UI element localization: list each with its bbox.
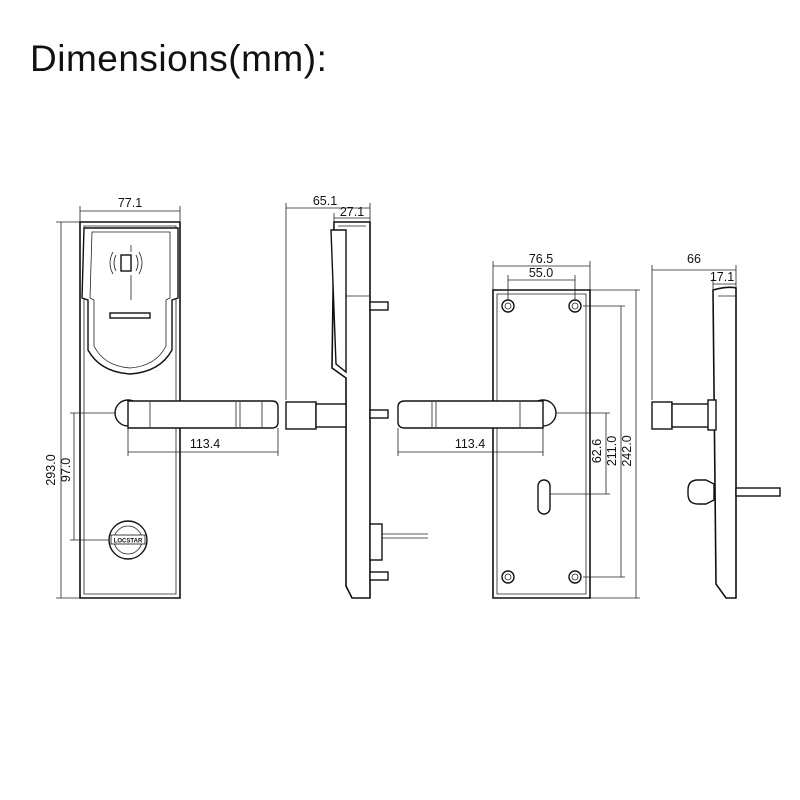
side1-plate-label: 27.1 <box>340 205 364 219</box>
back-dim-a-label: 62.6 <box>590 439 604 463</box>
back-handle-length-label: 113.4 <box>455 437 485 451</box>
front-height-label: 293.0 <box>44 454 58 485</box>
thumb-knob <box>537 479 551 515</box>
front-width-label: 77.1 <box>118 196 142 210</box>
side2-plate-label: 17.1 <box>710 270 734 284</box>
back-dimensions <box>397 261 640 599</box>
side1-dimensions <box>285 203 371 400</box>
front-handle <box>114 399 279 429</box>
back-handle <box>397 399 557 429</box>
page-title: Dimensions(mm): <box>30 38 328 79</box>
screw-holes <box>501 299 582 584</box>
side2-dimensions <box>651 265 737 400</box>
front-view: LOCSTAR 77.1 293.0 97.0 113.4 <box>44 196 279 599</box>
front-dimensions <box>56 206 279 599</box>
side2-depth-label: 66 <box>687 252 701 266</box>
handle-stub <box>285 401 317 430</box>
brand-mark: LOCSTAR <box>114 539 143 545</box>
side-view-1: 65.1 27.1 <box>285 194 428 599</box>
front-lower-height-label: 97.0 <box>59 458 73 482</box>
brand-emblem: LOCSTAR <box>108 520 148 560</box>
side-view-2: 66 17.1 <box>651 252 781 599</box>
back-dim-c-label: 242.0 <box>620 435 634 466</box>
front-handle-length-label: 113.4 <box>190 437 220 451</box>
back-width-label: 76.5 <box>529 252 553 266</box>
card-slot <box>109 312 151 319</box>
side1-depth-label: 65.1 <box>313 194 337 208</box>
back-hole-spacing-label: 55.0 <box>529 266 553 280</box>
back-dim-b-label: 211.0 <box>605 436 619 466</box>
back-view: 76.5 55.0 113.4 62.6 211.0 242.0 <box>397 252 640 599</box>
handle-stub-2 <box>651 401 673 430</box>
rfid-icon <box>109 245 143 300</box>
